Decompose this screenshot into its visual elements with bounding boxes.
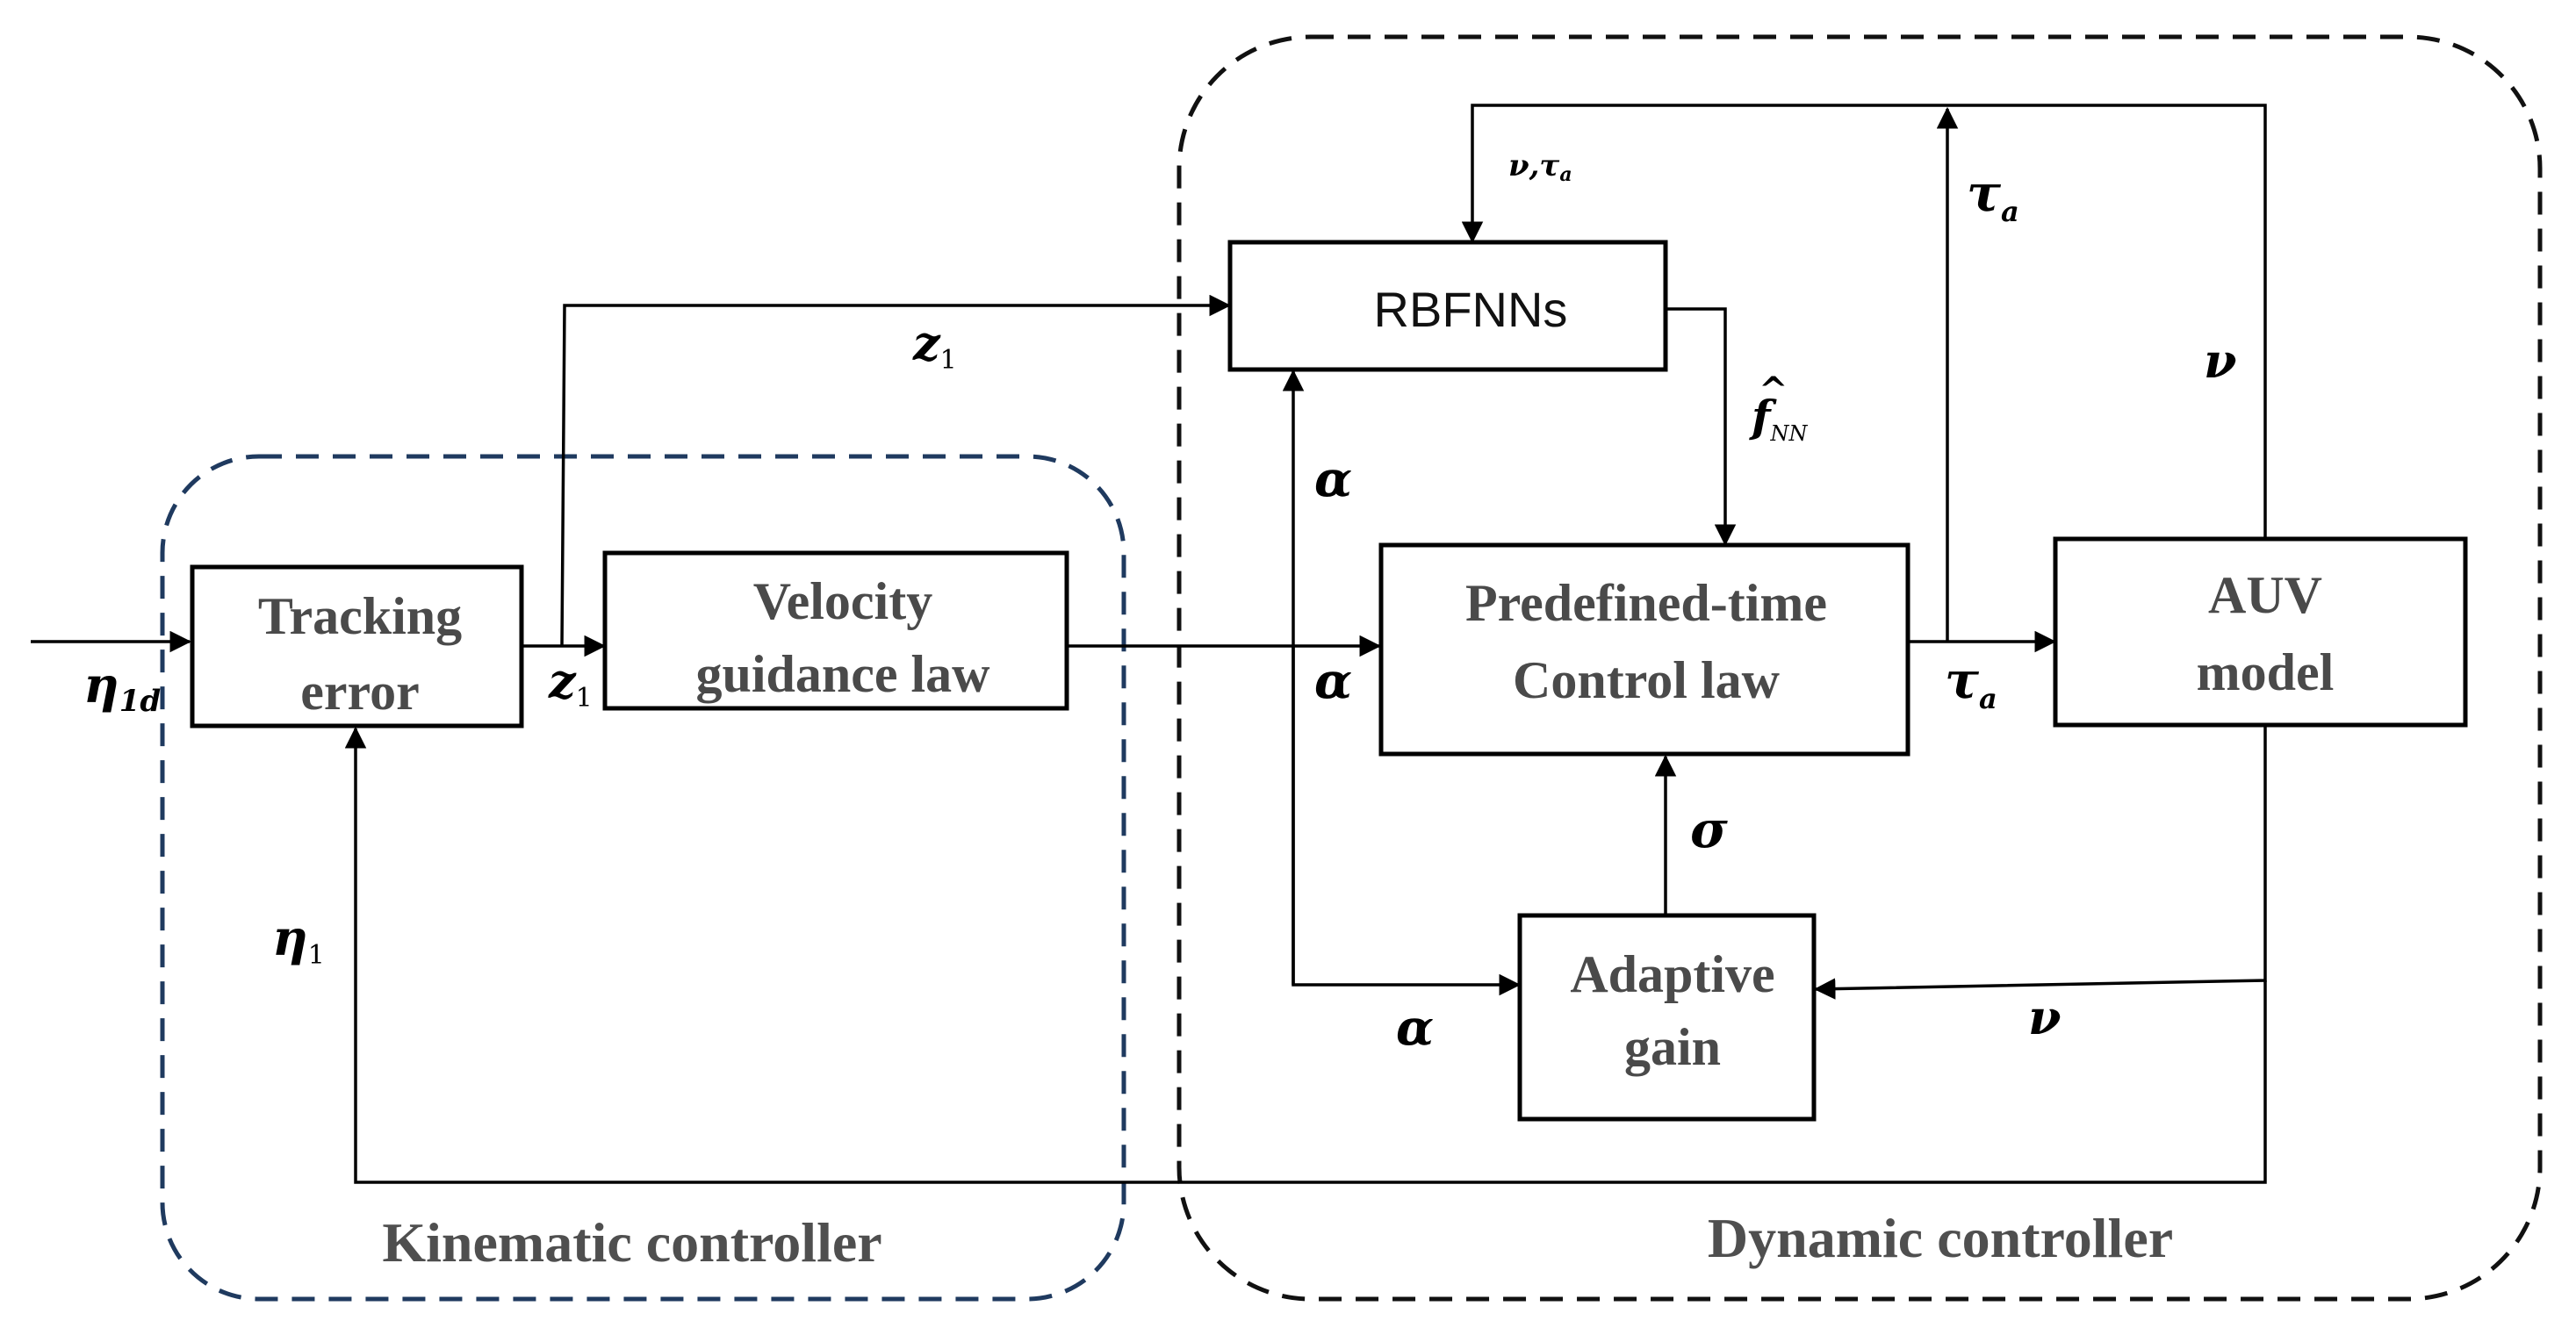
rbfnns-label: RBFNNs — [1374, 282, 1568, 337]
control-law-block — [1378, 542, 1910, 757]
adaptive-gain-label-line2: gain — [1624, 1018, 1721, 1076]
eta-1-label: η1 — [272, 909, 325, 971]
alpha-lower-label: α — [1396, 999, 1434, 1057]
nu-lower-label: ν — [2028, 989, 2061, 1045]
rbfnns-block — [1227, 240, 1668, 372]
nu-tau-feedback-label: ν,τa — [1508, 148, 1572, 186]
tracking-error-block — [190, 564, 524, 729]
kinematic-controller-boundary — [160, 454, 1126, 1302]
control-law-label-line2: Control law — [1513, 651, 1781, 709]
f-nn-hat: ^ — [1759, 370, 1788, 411]
control-law-label-line1: Predefined-time — [1465, 574, 1827, 632]
wire-z1-to-rbfnns — [560, 294, 1232, 647]
tau-a-top-label: τa — [1967, 163, 2019, 228]
auv-model-label-line2: model — [2197, 643, 2335, 701]
z1-top-label: z1 — [912, 315, 957, 376]
kinematic-controller-title: Kinematic controller — [382, 1211, 881, 1274]
tau-a-mid-label: τa — [1945, 650, 1997, 715]
adaptive-gain-label-line1: Adaptive — [1570, 945, 1774, 1003]
velocity-guidance-label-line1: Velocity — [753, 572, 932, 630]
auv-model-block — [2053, 536, 2468, 728]
wire-eta1-feedback — [344, 726, 2267, 1184]
velocity-guidance-label-line2: guidance law — [695, 645, 990, 703]
alpha-mid-label: α — [1314, 652, 1352, 710]
adaptive-gain-block — [1517, 913, 1817, 1122]
velocity-guidance-block — [602, 550, 1069, 711]
wire-top-feedback-to-rbfnns — [1461, 104, 2267, 540]
sigma-label: σ — [1690, 800, 1728, 859]
alpha-upper-label: α — [1314, 450, 1352, 508]
wire-alpha-to-adaptive — [1292, 646, 1522, 996]
dynamic-controller-title: Dynamic controller — [1708, 1207, 2173, 1269]
wire-nu-to-adaptive — [1813, 726, 2267, 1000]
eta-1d-label: η1d — [83, 657, 161, 719]
z1-mid-label: z1 — [548, 653, 593, 714]
wire-fnn-to-control — [1666, 307, 1737, 547]
tracking-error-label-line1: Tracking — [258, 587, 462, 645]
nu-right-label: ν — [2204, 333, 2236, 389]
auv-model-label-line1: AUV — [2208, 566, 2322, 624]
tracking-error-label-line2: error — [300, 663, 419, 721]
